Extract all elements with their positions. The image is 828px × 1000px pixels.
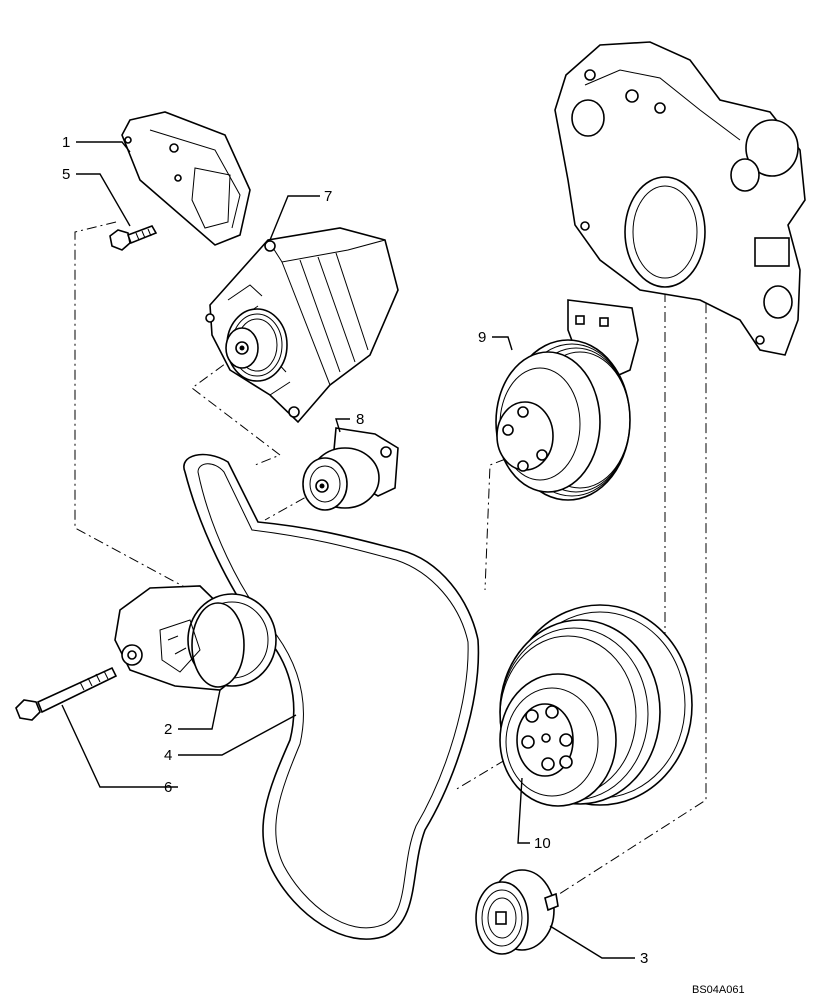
part-5-bolt — [109, 225, 158, 251]
callout-8: 8 — [356, 411, 364, 428]
leader-lines — [61, 141, 635, 959]
callout-7: 7 — [324, 188, 332, 205]
callout-2: 2 — [164, 721, 172, 738]
part-6-long-bolt — [15, 666, 118, 721]
callout-10: 10 — [534, 835, 551, 852]
drawing-code: BS04A061 — [692, 984, 745, 996]
callout-9: 9 — [478, 329, 486, 346]
part-1-bracket — [121, 111, 251, 246]
callout-3: 3 — [640, 950, 648, 967]
callout-4: 4 — [164, 747, 172, 764]
part-2-tensioner — [114, 585, 277, 691]
part-4-belt — [183, 453, 480, 940]
alignment-lines — [74, 177, 731, 899]
part-3-idler-pulley — [475, 869, 559, 955]
engine-front-cover — [554, 41, 806, 356]
callout-6: 6 — [164, 779, 172, 796]
part-7-alternator — [205, 227, 399, 424]
part-9-pump-pulley — [495, 299, 639, 501]
callouts: 1 5 7 8 9 2 4 6 10 3 BS04A061 — [62, 134, 745, 996]
callout-5: 5 — [62, 166, 70, 183]
part-8-idler-pulley — [302, 427, 399, 511]
part-10-crank-pulley — [499, 604, 693, 807]
callout-1: 1 — [62, 134, 70, 151]
